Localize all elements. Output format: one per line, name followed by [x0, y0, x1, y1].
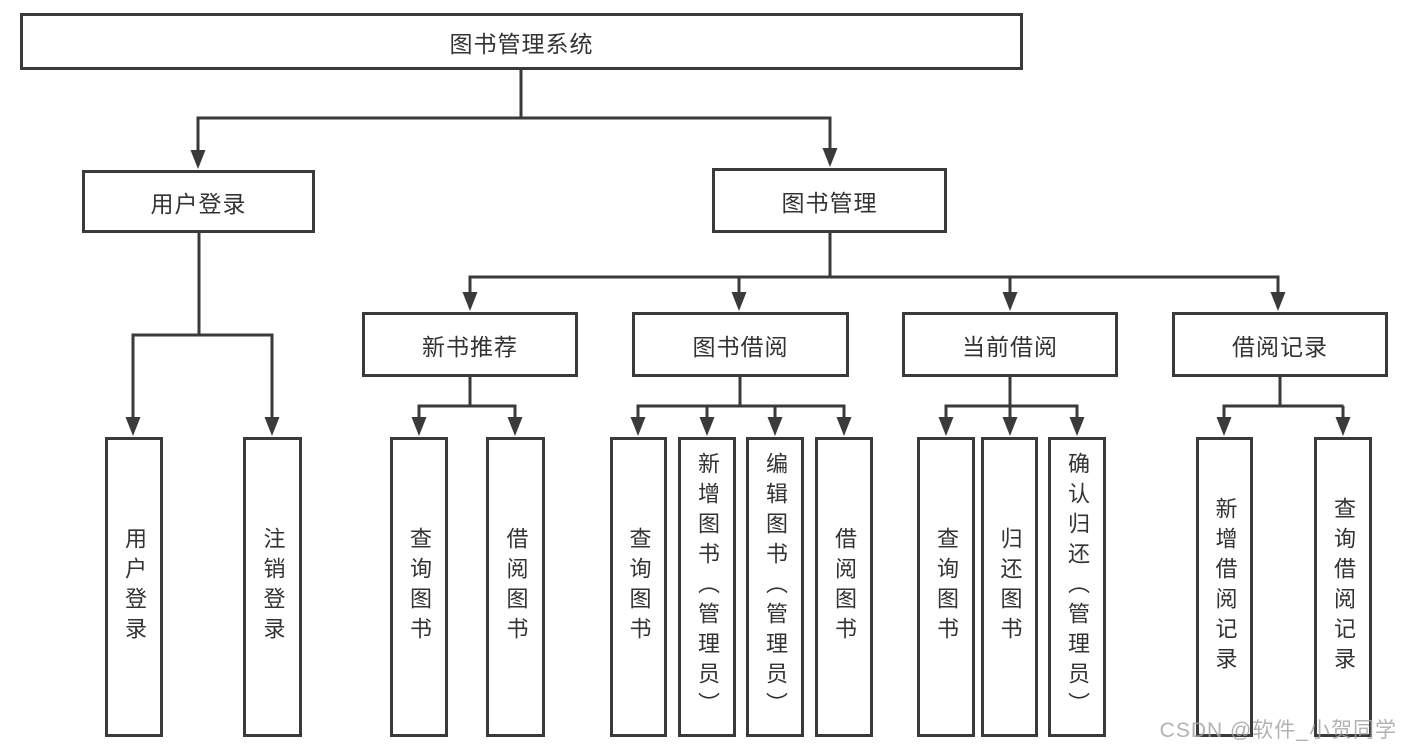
connector-lines	[131, 70, 1345, 418]
leaf-logout-label: 注销登录	[260, 527, 286, 647]
node-new-book-rec: 新书推荐	[362, 312, 578, 377]
node-user-login: 用户登录	[82, 170, 315, 233]
leaf-query-books-current: 查询图书	[917, 437, 975, 737]
node-book-borrow-label: 图书借阅	[692, 333, 789, 360]
node-root-label: 图书管理系统	[449, 30, 594, 57]
leaf-confirm-return-admin: 确认归还（管理员）	[1048, 437, 1106, 737]
leaf-query-books-borrow: 查询图书	[610, 437, 667, 737]
node-root: 图书管理系统	[20, 13, 1023, 70]
leaf-query-borrow-record-label: 查询借阅记录	[1331, 497, 1356, 677]
leaf-add-books-admin-label: 新增图书（管理员）	[695, 452, 720, 722]
leaf-borrow-books-rec: 借阅图书	[486, 437, 545, 737]
leaf-edit-books-admin-label: 编辑图书（管理员）	[763, 452, 788, 722]
leaf-return-books-label: 归还图书	[997, 527, 1023, 647]
leaf-query-books-current-label: 查询图书	[934, 527, 959, 647]
watermark-text: CSDN @软件_小贺同学	[1159, 719, 1397, 742]
leaf-borrow-books-label: 借阅图书	[832, 527, 857, 647]
leaf-query-borrow-record: 查询借阅记录	[1314, 437, 1372, 737]
leaf-user-login: 用户登录	[105, 437, 163, 737]
leaf-edit-books-admin: 编辑图书（管理员）	[746, 437, 804, 737]
node-book-borrow: 图书借阅	[632, 312, 849, 377]
leaf-return-books: 归还图书	[981, 437, 1038, 737]
node-current-borrow: 当前借阅	[902, 312, 1118, 377]
leaf-add-books-admin: 新增图书（管理员）	[678, 437, 736, 737]
node-current-borrow-label: 当前借阅	[962, 333, 1058, 360]
leaf-user-login-label: 用户登录	[122, 527, 147, 647]
node-book-mgmt: 图书管理	[712, 168, 947, 233]
node-borrow-records: 借阅记录	[1172, 312, 1388, 377]
leaf-logout: 注销登录	[243, 437, 302, 737]
leaf-borrow-books-rec-label: 借阅图书	[503, 527, 529, 647]
node-new-book-rec-label: 新书推荐	[422, 333, 518, 360]
leaf-confirm-return-admin-label: 确认归还（管理员）	[1065, 452, 1090, 722]
leaf-query-books-borrow-label: 查询图书	[626, 527, 652, 647]
node-book-mgmt-label: 图书管理	[781, 189, 878, 216]
leaf-borrow-books: 借阅图书	[815, 437, 873, 737]
leaf-query-books-rec: 查询图书	[390, 437, 448, 737]
node-borrow-records-label: 借阅记录	[1232, 333, 1328, 360]
leaf-add-borrow-record: 新增借阅记录	[1196, 437, 1253, 737]
node-user-login-label: 用户登录	[150, 190, 247, 217]
leaf-query-books-rec-label: 查询图书	[407, 527, 432, 647]
leaf-add-borrow-record-label: 新增借阅记录	[1212, 497, 1238, 677]
arrowhead-icons	[125, 148, 1351, 436]
